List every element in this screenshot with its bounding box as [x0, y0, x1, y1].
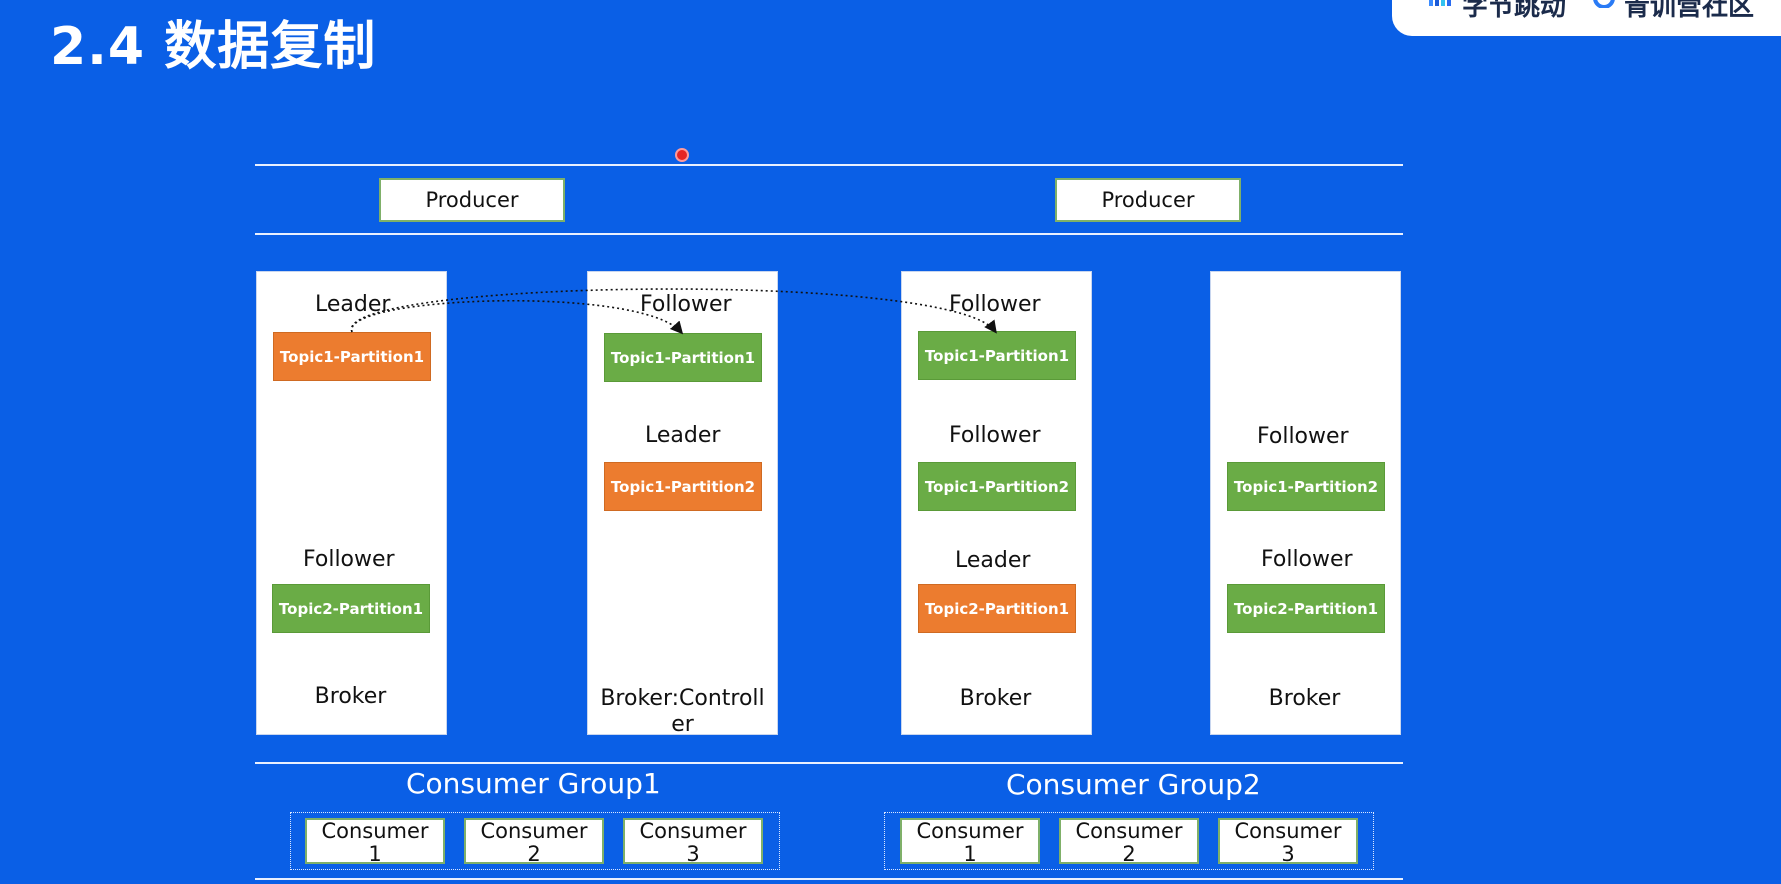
page-title: 2.4 数据复制 — [50, 17, 377, 77]
consumer-number: 2 — [1122, 842, 1136, 864]
consumer-label: Consumer — [321, 819, 429, 843]
broker-label: Broker:Controller — [600, 686, 765, 737]
broker-label: Broker — [314, 684, 387, 709]
producer-top-line — [255, 164, 1403, 166]
consumer-box: Consumer 1 — [900, 818, 1040, 864]
consumer-box: Consumer 3 — [623, 818, 763, 864]
partition-box: Topic2-Partition1 — [272, 584, 430, 633]
partition-box: Topic2-Partition1 — [918, 584, 1076, 633]
consumer-bottom-line — [255, 878, 1403, 880]
partition-box: Topic1-Partition2 — [1227, 462, 1385, 511]
consumer-group-box — [290, 812, 780, 870]
partition-box: Topic1-Partition2 — [918, 462, 1076, 511]
replica-role-label: Follower — [303, 547, 395, 572]
replica-role-label: Follower — [1261, 547, 1353, 572]
consumer-label: Consumer — [480, 819, 588, 843]
consumer-number: 1 — [368, 842, 382, 864]
consumer-group-title: Consumer Group1 — [406, 767, 661, 800]
cursor-indicator — [675, 148, 689, 162]
consumer-label: Consumer — [1075, 819, 1183, 843]
partition-box: Topic1-Partition1 — [273, 332, 431, 381]
producer-box: Producer — [1055, 178, 1241, 222]
replication-arrow — [351, 299, 684, 335]
consumer-label: Consumer — [916, 819, 1024, 843]
producer-bottom-line — [255, 233, 1403, 235]
logo-right-text: 青训营社区 — [1624, 0, 1755, 22]
producer-box: Producer — [379, 178, 565, 222]
replica-role-label: Leader — [645, 423, 721, 448]
replica-role-label: Follower — [949, 292, 1041, 317]
replica-role-label: Follower — [949, 423, 1041, 448]
replica-role-label: Follower — [640, 292, 732, 317]
consumer-box: Consumer 3 — [1218, 818, 1358, 864]
logo-card: 字节跳动 青训营社区 — [1392, 0, 1781, 36]
consumer-top-line — [255, 762, 1403, 764]
partition-box: Topic1-Partition2 — [604, 462, 762, 511]
consumer-number: 2 — [527, 842, 541, 864]
broker-label: Broker — [1268, 686, 1341, 711]
consumer-group-box — [884, 812, 1374, 870]
consumer-group-title: Consumer Group2 — [1006, 768, 1261, 801]
consumer-label: Consumer — [639, 819, 747, 843]
consumer-label: Consumer — [1234, 819, 1342, 843]
consumer-number: 3 — [686, 842, 700, 864]
consumer-box: Consumer 2 — [1059, 818, 1199, 864]
consumer-box: Consumer 1 — [305, 818, 445, 864]
bytedance-logo-icon — [1429, 0, 1451, 6]
community-logo-icon — [1593, 0, 1615, 8]
logo-left-text: 字节跳动 — [1462, 0, 1567, 22]
replica-role-label: Follower — [1257, 424, 1349, 449]
consumer-number: 1 — [963, 842, 977, 864]
consumer-box: Consumer 2 — [464, 818, 604, 864]
partition-box: Topic1-Partition1 — [918, 331, 1076, 380]
replication-arrow — [351, 288, 997, 334]
replica-role-label: Leader — [955, 548, 1031, 573]
partition-box: Topic2-Partition1 — [1227, 584, 1385, 633]
broker-label: Broker — [959, 686, 1032, 711]
partition-box: Topic1-Partition1 — [604, 333, 762, 382]
consumer-number: 3 — [1281, 842, 1295, 864]
